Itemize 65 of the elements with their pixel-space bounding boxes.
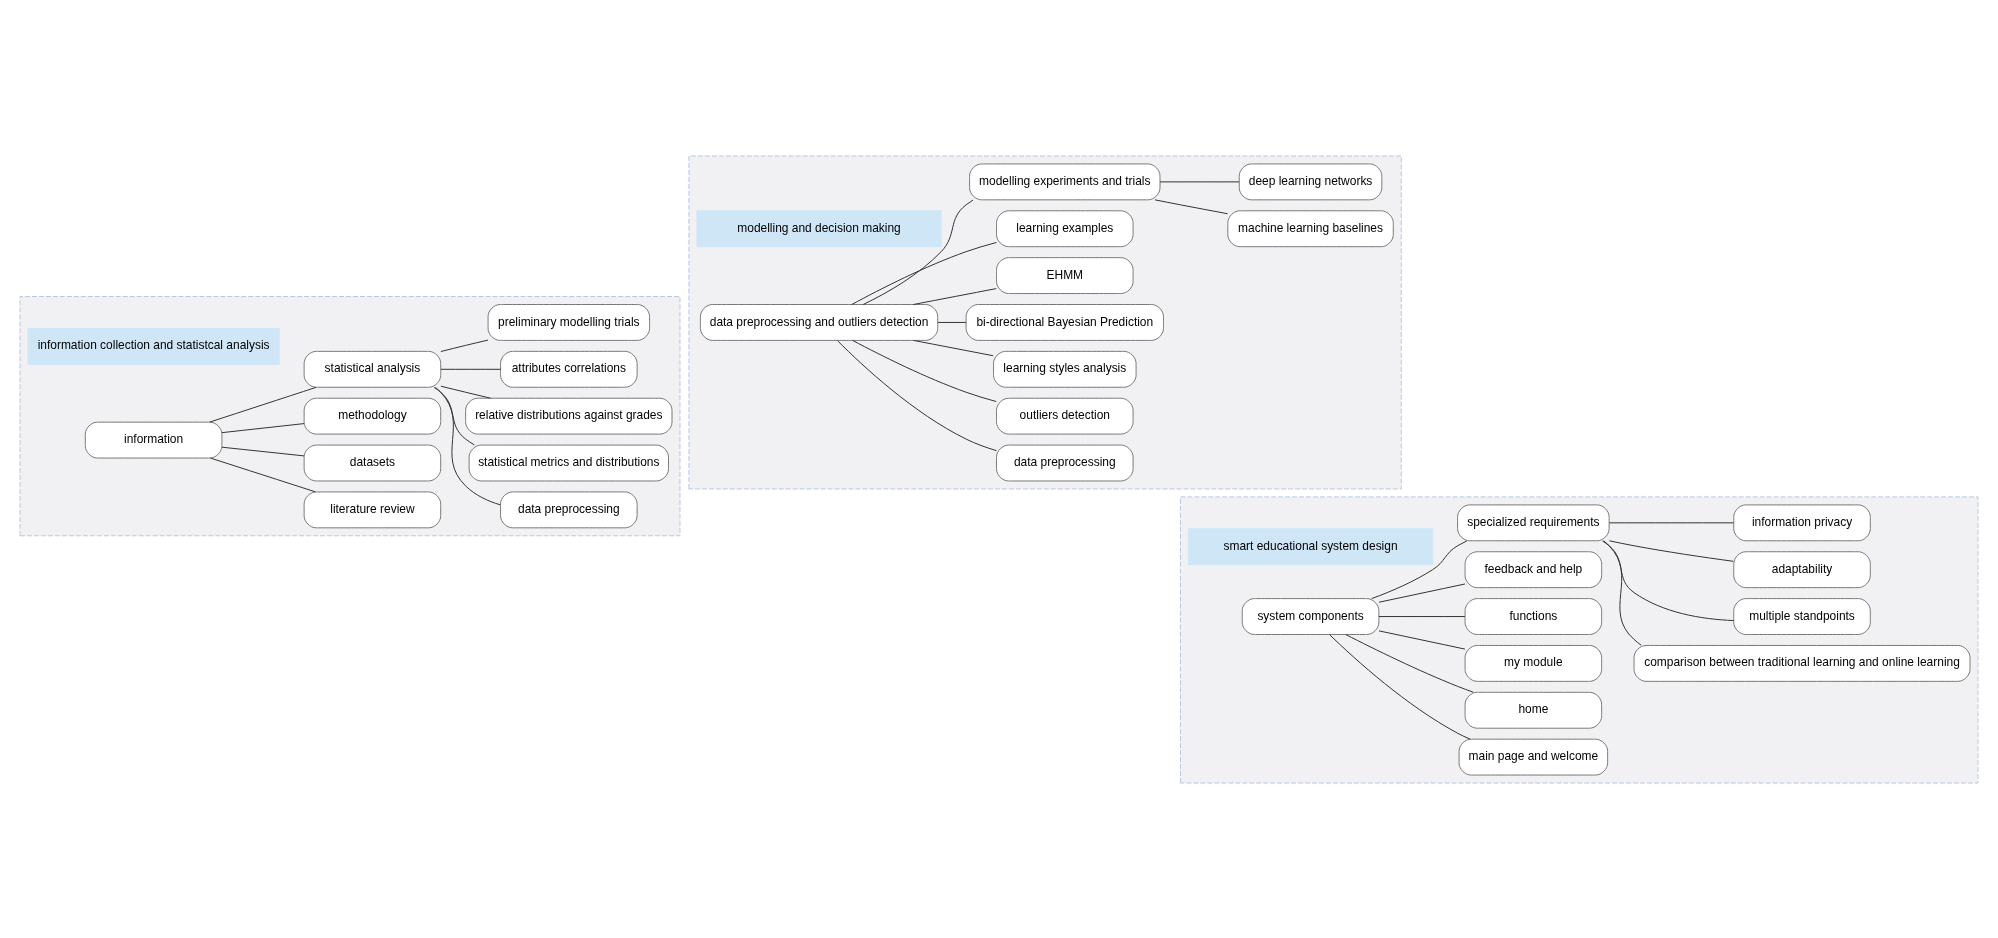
connector bbox=[1602, 539, 1735, 621]
connector bbox=[209, 457, 316, 492]
connector bbox=[852, 339, 997, 402]
node-box: multiple standpoints bbox=[1733, 597, 1871, 635]
node-box: data preprocessing bbox=[996, 444, 1134, 481]
node-box: main page and welcome bbox=[1458, 738, 1609, 776]
connector bbox=[1608, 521, 1734, 523]
node-box: feedback and help bbox=[1464, 550, 1603, 588]
node-box: comparison between traditional learning and online learning bbox=[1633, 644, 1971, 682]
connector bbox=[1378, 583, 1466, 603]
node-box: functions bbox=[1464, 597, 1603, 635]
node-box: preliminary modelling trials bbox=[487, 303, 651, 341]
node-box: statistical analysis bbox=[303, 350, 442, 388]
node-box: information bbox=[84, 421, 223, 459]
node-box: statistical metrics and distributions bbox=[468, 444, 669, 481]
node-box: deep learning networks bbox=[1238, 162, 1383, 200]
node-box: methodology bbox=[303, 397, 442, 435]
node-box: information collection and statistcal analysis bbox=[27, 327, 280, 365]
node-box: machine learning baselines bbox=[1227, 209, 1394, 247]
connector bbox=[209, 386, 317, 423]
connector bbox=[221, 446, 305, 456]
node-box: literature review bbox=[303, 490, 442, 528]
node-box: data preprocessing bbox=[500, 490, 638, 528]
node-box: home bbox=[1464, 691, 1603, 729]
node-box: system components bbox=[1241, 597, 1380, 635]
connector bbox=[1603, 539, 1642, 646]
connector bbox=[1159, 180, 1240, 182]
connector bbox=[1378, 629, 1466, 650]
node-box: information privacy bbox=[1733, 503, 1871, 541]
connector bbox=[913, 339, 994, 356]
connector bbox=[440, 385, 491, 399]
node-box: adaptability bbox=[1733, 550, 1871, 588]
node-box: attributes correlations bbox=[500, 350, 638, 388]
node-box: bi-directional Bayesian Prediction bbox=[965, 303, 1164, 341]
cluster bbox=[1179, 495, 1979, 784]
connector bbox=[862, 199, 974, 305]
connector bbox=[1608, 539, 1734, 562]
connector bbox=[1329, 633, 1471, 740]
node-box: EHMM bbox=[996, 256, 1134, 294]
cluster bbox=[19, 295, 681, 536]
node-box: modelling experiments and trials bbox=[969, 162, 1161, 200]
node-box: data preprocessing and outliers detection bbox=[699, 303, 939, 341]
connector bbox=[433, 386, 475, 445]
connector bbox=[440, 339, 489, 352]
connector bbox=[913, 287, 997, 305]
node-box: modelling and decision making bbox=[696, 209, 942, 247]
node-box: my module bbox=[1464, 644, 1603, 682]
connector bbox=[851, 241, 997, 305]
cluster bbox=[688, 154, 1402, 489]
connector bbox=[1345, 633, 1474, 693]
connector bbox=[1378, 615, 1466, 617]
connector bbox=[1154, 198, 1229, 214]
node-box: datasets bbox=[303, 444, 442, 481]
node-box: smart educational system design bbox=[1187, 527, 1434, 565]
node-box: learning styles analysis bbox=[993, 350, 1137, 388]
node-box: outliers detection bbox=[996, 397, 1134, 435]
connector bbox=[1371, 539, 1468, 599]
node-box: specialized requirements bbox=[1457, 503, 1610, 541]
connector bbox=[221, 422, 305, 433]
node-box: learning examples bbox=[996, 209, 1134, 247]
connector bbox=[440, 368, 501, 370]
connector bbox=[837, 339, 997, 451]
connector bbox=[937, 321, 967, 323]
connector bbox=[435, 386, 501, 505]
node-box: relative distributions against grades bbox=[465, 397, 673, 435]
